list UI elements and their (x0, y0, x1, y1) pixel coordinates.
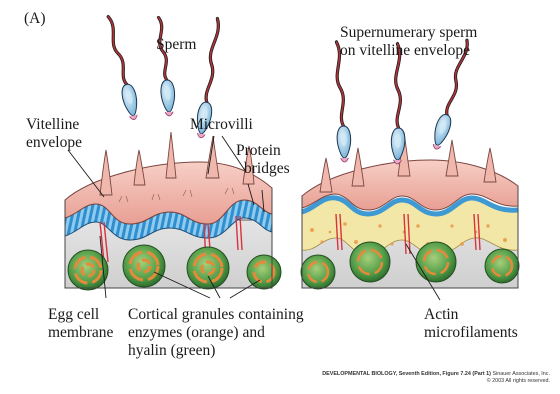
supernumerary-label-line2: on vitelline envelope (340, 42, 470, 59)
cortical-granules-label-line3: hyalin (green) (128, 342, 215, 359)
caption-book: DEVELOPMENTAL BIOLOGY, Seventh Edition, … (322, 371, 491, 377)
cortical-granules-label-line2: enzymes (orange) and (128, 324, 265, 341)
caption-publisher: Sinauer Associates, Inc. (492, 371, 550, 377)
protein-bridges-label-line1: Protein (236, 142, 281, 159)
cortical-granules-label-line1: Cortical granules containing (128, 306, 304, 323)
supernumerary-label-line1: Supernumerary sperm (340, 24, 477, 41)
microvilli-label: Microvilli (190, 116, 253, 133)
actin-label-line2: microfilaments (424, 324, 518, 341)
right-egg-section (301, 132, 519, 289)
panel-label: (A) (24, 10, 46, 27)
egg-membrane-label-line2: membrane (48, 324, 113, 341)
actin-label-line1: Actin (424, 306, 458, 323)
protein-bridges-label-line2: bridges (244, 160, 290, 177)
egg-membrane-label-line1: Egg cell (48, 306, 99, 323)
vitelline-label-line1: Vitelline (26, 116, 79, 133)
sperm-label: Sperm (156, 36, 196, 53)
figure-caption: DEVELOPMENTAL BIOLOGY, Seventh Edition, … (322, 371, 550, 377)
vitelline-label-line2: envelope (26, 134, 82, 151)
caption-copyright: © 2003 All rights reserved. (487, 378, 550, 384)
